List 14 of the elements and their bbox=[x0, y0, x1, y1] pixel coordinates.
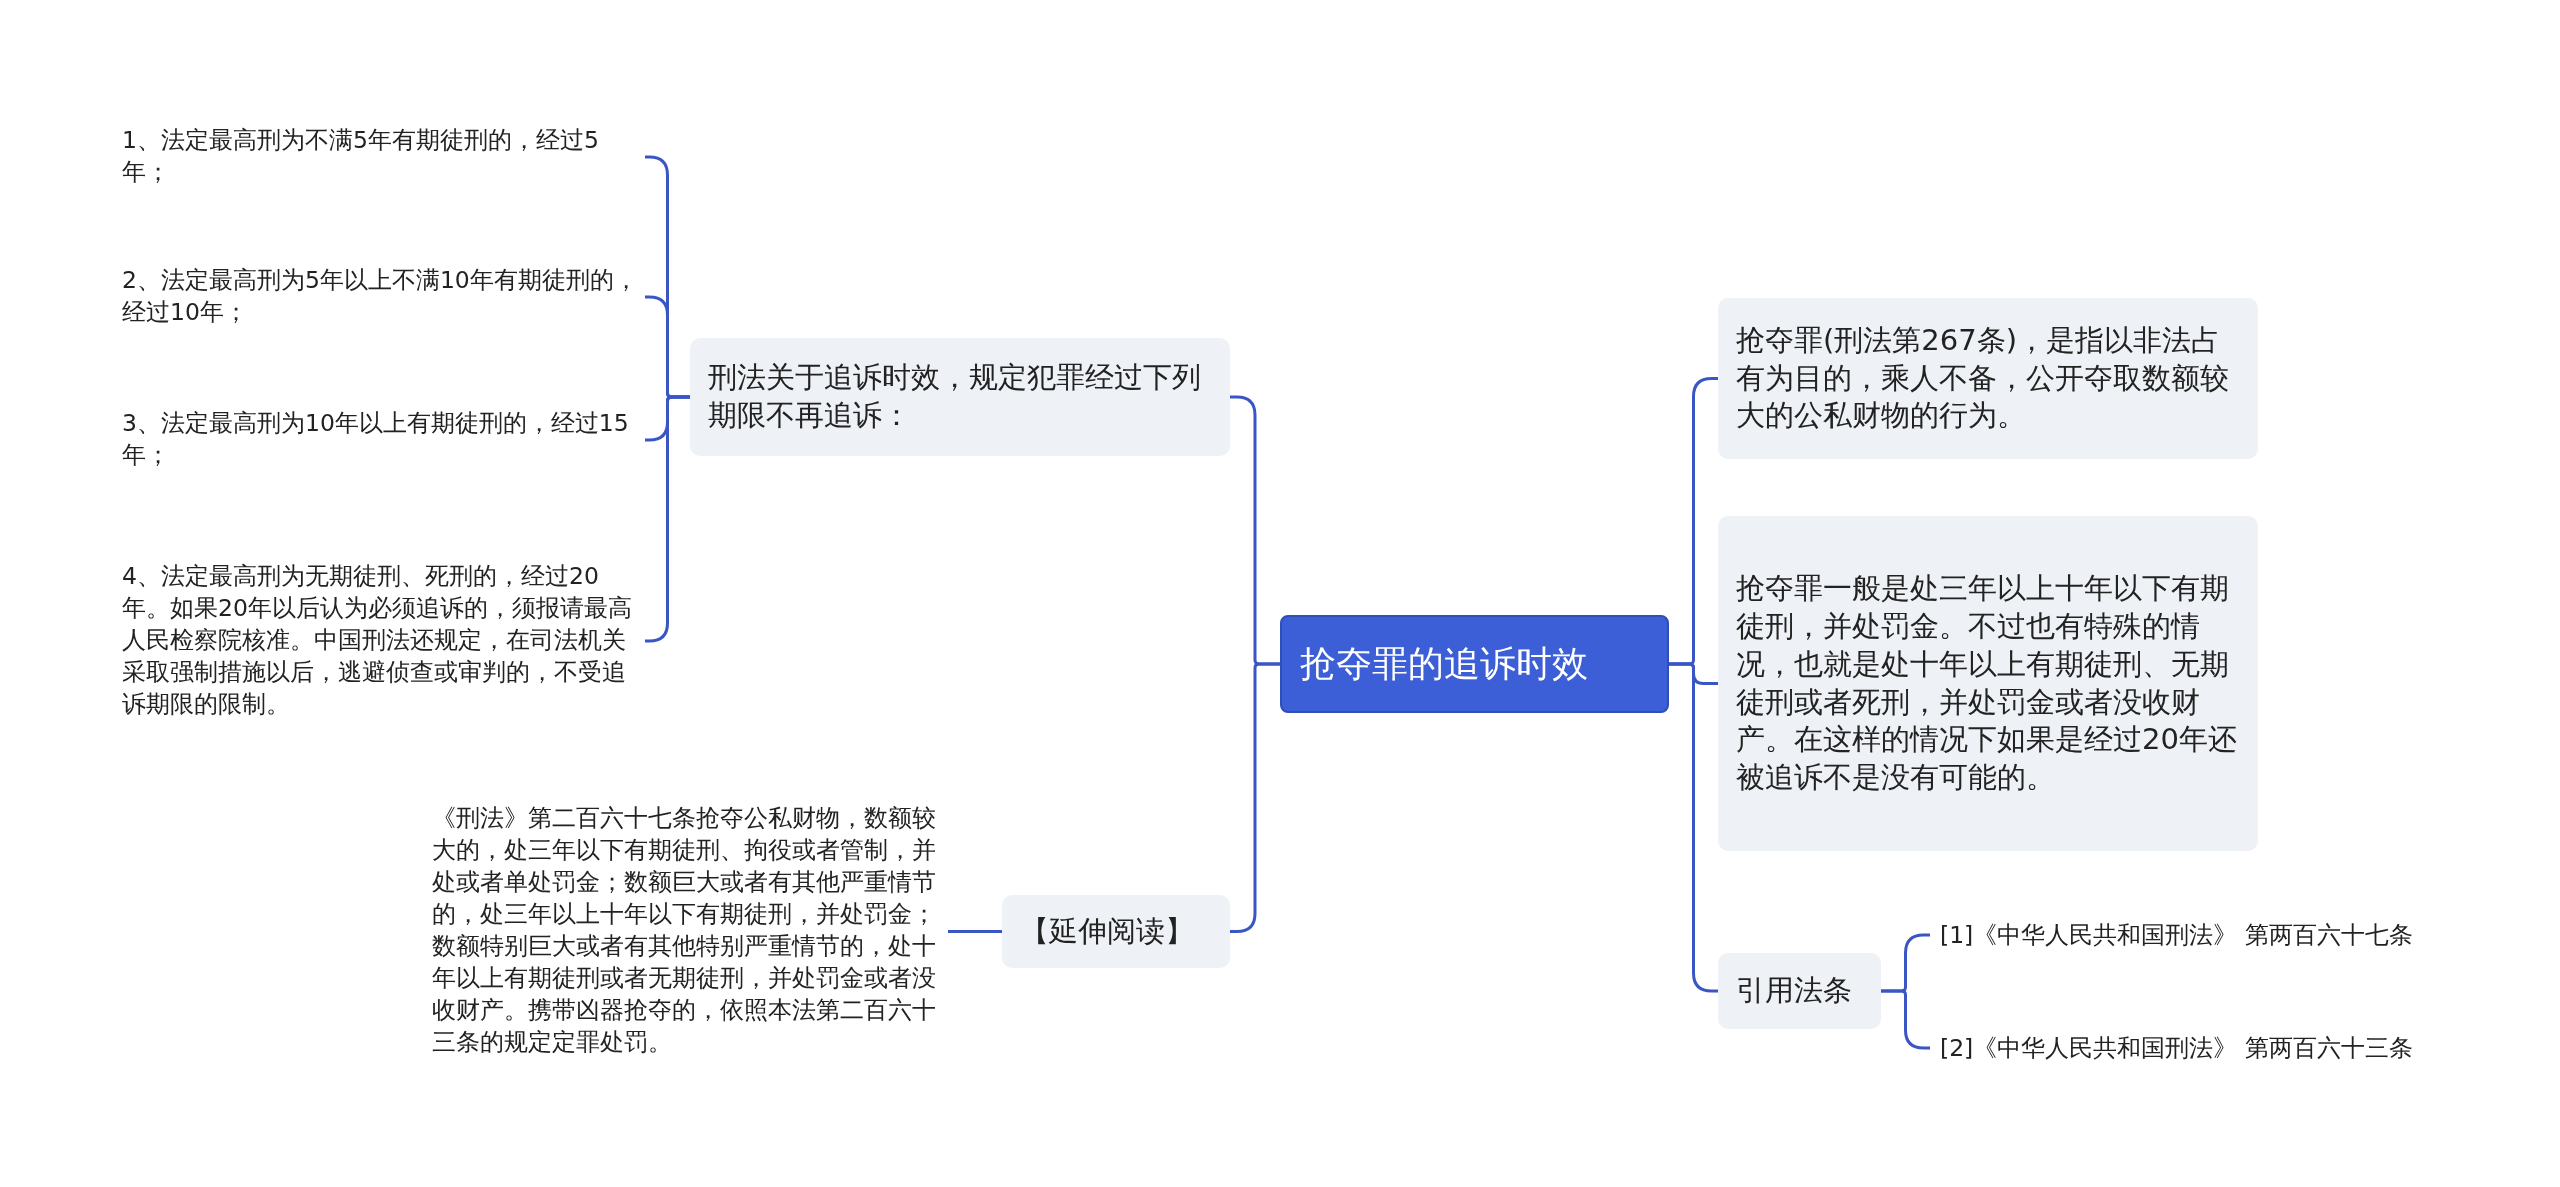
note-text: 2、法定最高刑为5年以上不满10年有期徒刑的，经过10年； bbox=[122, 262, 645, 332]
topic-box: 抢夺罪(刑法第267条)，是指以非法占有为目的，乘人不备，公开夺取数额较大的公私财物的行为。 bbox=[1718, 298, 2258, 459]
topic-box: 引用法条 bbox=[1718, 953, 1881, 1029]
root-topic-box: 抢夺罪的追诉时效 bbox=[1280, 615, 1669, 713]
topic-box: 刑法关于追诉时效，规定犯罪经过下列期限不再追诉： bbox=[690, 338, 1230, 456]
note-text: 《刑法》第二百六十七条抢夺公私财物，数额较大的，处三年以下有期徒刑、拘役或者管制，并处或者单处罚金；数额巨大或者有其他严重情节的，处三年以上十年以下有期徒刑，并处罚金；数额特别巨大或者有其他特别严重情节的，处十年以上有期徒刑或者无期徒刑，并处罚金或者没收财产。携带凶器抢夺的，依照本法第二百六十三条的规定定罪处罚。 bbox=[432, 800, 948, 1062]
note-text: 1、法定最高刑为不满5年有期徒刑的，经过5年； bbox=[122, 122, 645, 192]
connector-line bbox=[948, 930, 1002, 933]
topic-box: 【延伸阅读】 bbox=[1002, 895, 1230, 968]
reference-text: [1]《中华人民共和国刑法》 第两百六十七条 bbox=[1930, 915, 2490, 955]
reference-text: [2]《中华人民共和国刑法》 第两百六十三条 bbox=[1930, 1028, 2490, 1068]
note-text: 4、法定最高刑为无期徒刑、死刑的，经过20年。如果20年以后认为必须追诉的，须报请最高人民检察院核准。中国刑法还规定，在司法机关采取强制措施以后，逃避侦查或审判的，不受追诉期限的限制。 bbox=[122, 555, 645, 727]
note-text: 3、法定最高刑为10年以上有期徒刑的，经过15年； bbox=[122, 405, 645, 475]
topic-box: 抢夺罪一般是处三年以上十年以下有期徒刑，并处罚金。不过也有特殊的情况，也就是处十年以上有期徒刑、无期徒刑或者死刑，并处罚金或者没收财产。在这样的情况下如果是经过20年还被追诉不是没有可能的。 bbox=[1718, 516, 2258, 851]
